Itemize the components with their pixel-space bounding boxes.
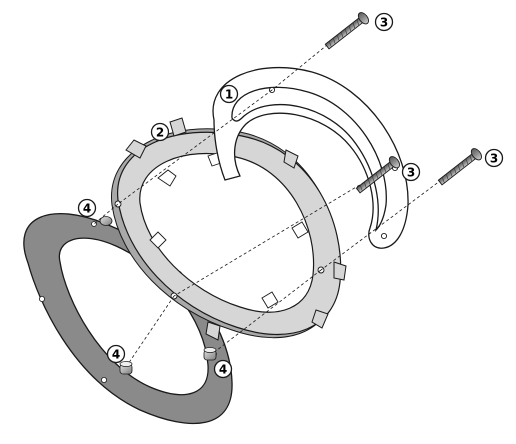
callout-adapter-ring: 2 [150,122,170,142]
callout-label: 4 [112,348,120,362]
screw-head [470,148,482,161]
spacer-lower-left [119,361,133,375]
spacer-body [99,216,113,226]
screw-thread [441,155,473,184]
screw-right [437,148,482,186]
screw-thread [359,163,391,192]
gasket-hole [101,376,108,383]
adapter-tab [125,139,147,159]
callout-screw-top: 3 [374,12,394,32]
adapter-tab [169,117,187,137]
screw-thread [328,19,360,48]
screw-head [388,156,400,169]
callout-screw-right: 3 [484,148,504,168]
adapter-tab [333,261,347,281]
guide-line [123,295,175,371]
callout-label: 3 [380,16,388,30]
adapter-ring [111,117,347,341]
spacer-upper [99,216,113,226]
callout-flange-ring: 1 [219,84,239,104]
adapter-tab [205,321,221,341]
adapter-notch [157,169,177,187]
callout-screw-mid: 3 [401,162,421,182]
gasket-hole [39,295,46,302]
screw-head [357,12,369,25]
gasket-ring [23,212,233,425]
screw-shank [437,152,478,186]
guide-line [207,269,322,358]
screw-mid [355,156,400,194]
callout-label: 4 [83,202,91,216]
adapter-tab [283,149,299,169]
spacer-lower-right [203,347,217,361]
screw-top [324,12,369,50]
adapter-tab [311,309,329,329]
callout-label: 3 [490,152,498,166]
callout-spacer-lower-left: 4 [106,344,126,364]
adapter-notch [291,221,309,239]
flange-hole [380,232,388,240]
callout-spacer-upper: 4 [77,198,97,218]
spacer-top [119,361,133,367]
guide-line [173,167,389,297]
flange-ring-body [212,66,409,249]
callout-label: 2 [156,126,164,140]
callout-label: 3 [407,166,415,180]
adapter-ring-body [117,131,342,335]
callout-label: 1 [225,88,233,102]
adapter-notch [261,291,279,309]
spacer-top [203,347,217,353]
guide-line [117,89,273,205]
adapter-notch [149,231,167,249]
callout-spacer-lower-right: 4 [213,359,233,379]
callout-label: 4 [219,363,227,377]
gasket-ring-body [23,212,233,425]
